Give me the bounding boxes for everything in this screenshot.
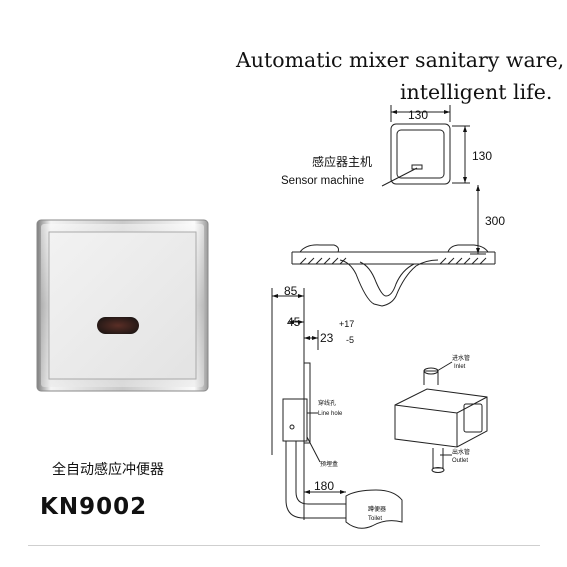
dim-outlet-run: 180: [314, 479, 334, 493]
dim-tolerance-plus: +17: [339, 319, 354, 329]
dim-pipe-gap: 23: [320, 331, 334, 345]
dim-wall-offset: 85: [284, 284, 298, 298]
dim-height-above-floor: 300: [485, 214, 505, 228]
sensor-window: [97, 317, 139, 334]
label-line-hole-cn: 穿线孔: [318, 399, 336, 407]
model-number: KN9002: [40, 494, 148, 520]
tagline-line-1: Automatic mixer sanitary ware,: [236, 48, 565, 72]
label-sensor-cn: 感应器主机: [312, 154, 372, 169]
sensor-plate-photo: [36, 219, 209, 392]
label-inlet-en: Inlet: [454, 364, 466, 370]
dim-tolerance-minus: -5: [346, 335, 354, 345]
dim-top-height: 130: [472, 149, 492, 163]
label-inlet-cn: 进水管: [452, 354, 470, 362]
label-sensor-en: Sensor machine: [281, 175, 364, 187]
dim-top-width: 130: [408, 108, 428, 122]
product-name: 全自动感应冲便器: [52, 462, 164, 478]
label-outlet-en: Outlet: [452, 458, 468, 464]
label-line-hole-en: Line hole: [318, 411, 343, 417]
bottom-divider: [28, 545, 540, 546]
label-outlet-cn: 出水管: [452, 448, 470, 456]
label-toilet-en: Toilet: [368, 516, 382, 522]
sensor-box-outline: [390, 123, 451, 185]
tagline-line-2: intelligent life.: [400, 80, 553, 104]
label-toilet-cn: 蹲便器: [368, 505, 386, 513]
dim-pipe-offset: 45: [287, 315, 301, 329]
label-box-cn: 预埋盒: [320, 460, 338, 468]
